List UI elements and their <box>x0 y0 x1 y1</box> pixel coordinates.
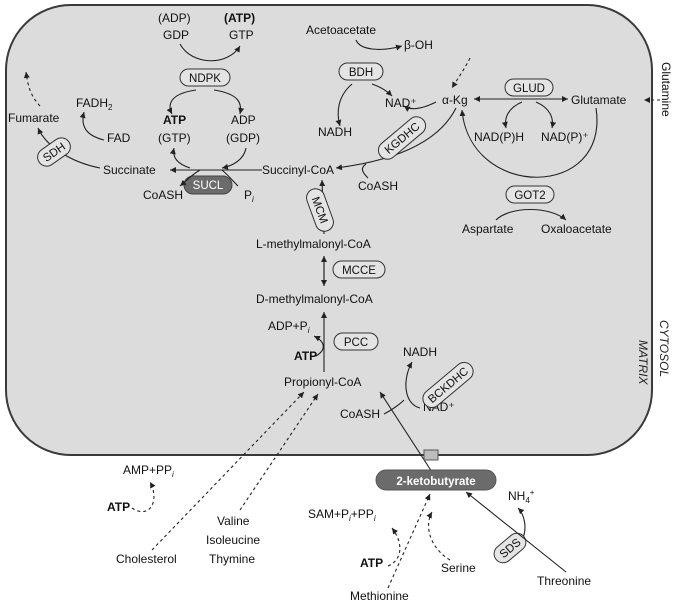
glud-enzyme-pill: GLUD <box>504 78 554 97</box>
membrane-transporter <box>423 449 439 461</box>
d-methylmalonyl-coa-label: D-methylmalonyl-CoA <box>256 292 373 306</box>
sucl-atp-arc <box>221 147 247 170</box>
mcce-enzyme-pill: MCCE <box>332 260 386 279</box>
propionyl-coa-label: Propionyl-CoA <box>284 375 361 389</box>
cholesterol-label: Cholesterol <box>116 552 177 566</box>
l-methylmalonyl-coa-label: L-methylmalonyl-CoA <box>256 237 371 251</box>
pcc-enzyme-pill: PCC <box>333 332 379 351</box>
valine-label: Valine <box>217 514 250 528</box>
acetoacetate-label: Acetoacetate <box>306 23 376 37</box>
svg-text:NDPK: NDPK <box>189 73 221 85</box>
sucl-pi-line <box>221 169 239 187</box>
glud-right-arc <box>535 101 557 129</box>
kgdhc-coash-line <box>361 163 369 179</box>
got2-enzyme-pill: GOT2 <box>505 185 555 204</box>
adp-mid: ADP <box>231 113 256 127</box>
sucl-enzyme-pill: SUCL <box>183 175 233 195</box>
got2-glutamate-to-akg-arc <box>459 107 598 178</box>
mcm-enzyme-pill: MCM <box>306 188 334 232</box>
svg-text:GLUD: GLUD <box>513 83 545 95</box>
bdh-enzyme-pill: BDH <box>338 62 384 81</box>
beta-oh-label: β-OH <box>404 38 433 52</box>
ndpk-left-arc <box>166 89 197 115</box>
pi-sucl-label: Pi <box>244 188 254 204</box>
nadp-plus-label: NAD(P)⁺ <box>541 130 589 144</box>
bckdhc-coash-line <box>383 399 405 415</box>
serine-label: Serine <box>441 561 476 575</box>
ndpk-right-arc <box>213 89 245 115</box>
threonine-label: Threonine <box>537 574 591 588</box>
fumarate-efflux-arrow <box>23 71 41 107</box>
bckdhc-nad-arc <box>405 361 421 409</box>
svg-text:GOT2: GOT2 <box>514 190 545 202</box>
fumarate-label: Fumarate <box>8 111 60 125</box>
gtp-top: GTP <box>229 28 254 42</box>
akg-efflux-arrow <box>451 57 471 89</box>
succinate-label: Succinate <box>103 163 156 177</box>
methionine-to-ketobutyrate-arrow <box>387 493 431 589</box>
svg-text:SUCL: SUCL <box>193 180 224 192</box>
svg-text:BDH: BDH <box>349 67 373 79</box>
atp-chol-label: ATP <box>107 500 130 514</box>
cytosol-label: CYTOSOL <box>657 320 671 377</box>
ketobutyrate-to-propionyl-arrow <box>379 391 433 473</box>
coash-sucl-label: CoASH <box>143 188 183 202</box>
atp-pcc-label: ATP <box>294 349 317 363</box>
sucl-adp-arc <box>169 147 191 169</box>
ndpk-enzyme-pill: NDPK <box>179 68 231 87</box>
glutamate-label: Glutamate <box>571 93 627 107</box>
gdp-top: GDP <box>163 28 189 42</box>
fadh2-label: FADH2 <box>76 96 113 112</box>
methionine-label: Methionine <box>350 589 409 603</box>
nadph-label: NAD(P)H <box>474 130 524 144</box>
nh4-label: NH4+ <box>508 488 535 505</box>
adp-paren-top: (ADP) <box>158 11 191 25</box>
atp-met-label: ATP <box>360 556 383 570</box>
kgdhc-nad-arc <box>403 101 437 112</box>
svg-text:MCCE: MCCE <box>342 265 376 277</box>
bcaa-to-propionyl-arrow <box>239 393 319 511</box>
serine-arc <box>426 511 451 561</box>
nadh-top: NADH <box>318 125 352 139</box>
fad-to-fadh2-arrow <box>79 111 105 141</box>
fad-label: FAD <box>107 131 131 145</box>
matrix-label: MATRIX <box>636 340 650 385</box>
ndpk-top-arrow <box>179 43 241 62</box>
glutamine-label: Glutamine <box>659 62 673 117</box>
akg-to-succinyl-arrow <box>335 107 457 171</box>
oxaloacetate-label: Oxaloacetate <box>541 222 612 236</box>
atp-paren-top: (ATP) <box>224 11 255 25</box>
ketobutyrate-pill: 2-ketobutyrate <box>375 469 497 491</box>
alpha-kg-label: α-Kg <box>442 93 468 107</box>
gdp-paren-mid: (GDP) <box>226 131 260 145</box>
cholesterol-to-propionyl-arrow <box>151 391 305 551</box>
adp-pi-pcc-label: ADP+Pi <box>268 319 310 335</box>
got2-lower-arc <box>495 208 567 221</box>
sam-ppi-label: SAM+Pi+PPi <box>308 507 376 523</box>
gtp-paren-mid: (GTP) <box>158 131 191 145</box>
pcc-atp-arc <box>313 335 324 357</box>
nad-plus-top: NAD⁺ <box>385 96 417 110</box>
acetoacetate-to-betaoh-arrow <box>355 39 403 51</box>
thymine-label: Thymine <box>209 552 255 566</box>
atp-mid: ATP <box>163 113 186 127</box>
coash-bottom-label: CoASH <box>340 407 380 421</box>
svg-text:PCC: PCC <box>344 337 368 349</box>
bdh-right-arc <box>371 83 393 97</box>
succinyl-coa-label: Succinyl-CoA <box>262 163 334 177</box>
svg-text:2-ketobutyrate: 2-ketobutyrate <box>396 476 475 488</box>
aspartate-label: Aspartate <box>462 222 514 236</box>
coash-kgdhc-label: CoASH <box>358 179 398 193</box>
glud-left-arc <box>501 101 523 129</box>
isoleucine-label: Isoleucine <box>206 533 260 547</box>
amp-ppi-label: AMP+PPi <box>123 463 174 479</box>
threonine-to-ketobutyrate-arrow <box>465 491 567 573</box>
chol-atp-arc <box>131 481 156 513</box>
nadh-bottom-label: NADH <box>403 345 437 359</box>
met-atp-arc <box>387 527 401 567</box>
sucl-coash-arrow <box>179 169 201 187</box>
bdh-left-arc <box>335 83 353 127</box>
